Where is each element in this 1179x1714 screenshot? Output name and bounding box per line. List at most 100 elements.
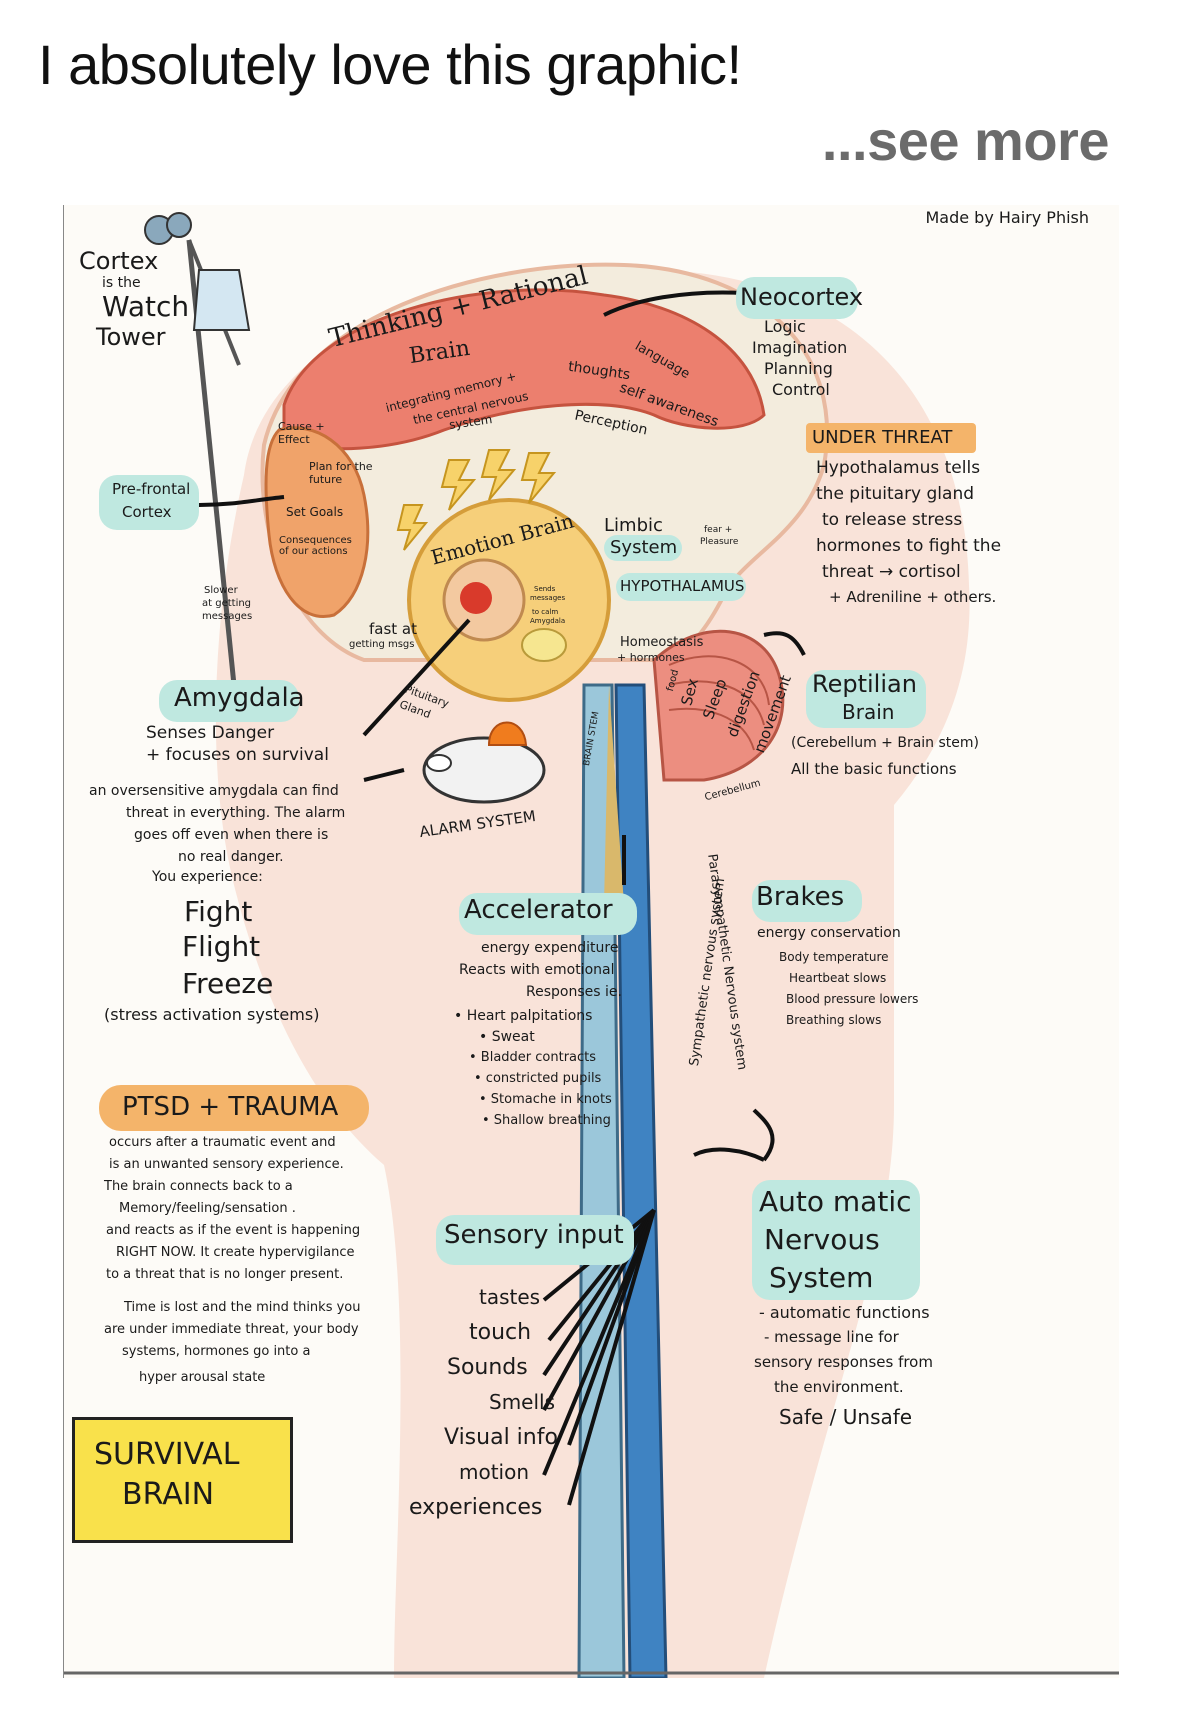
amygdala-line: + focuses on survival — [146, 745, 329, 765]
autonomic-line: sensory responses from — [754, 1353, 933, 1371]
ptsd-highlight — [99, 1085, 369, 1131]
autonomic-title: System — [769, 1261, 874, 1294]
under-threat-line: Hypothalamus tells — [816, 458, 981, 478]
ptsd-line: Time is lost and the mind thinks you — [124, 1300, 361, 1315]
prefrontal-item: Consequences of our actions — [279, 535, 352, 557]
ptsd-line: are under immediate threat, your body — [104, 1322, 359, 1337]
see-more-link[interactable]: ...see more — [821, 109, 1110, 172]
accelerator-title: Accelerator — [464, 895, 613, 925]
oversensitive-line: threat in everything. The alarm — [126, 805, 346, 821]
oversensitive-line: no real danger. — [178, 849, 284, 865]
amygdala-line: Senses Danger — [146, 723, 275, 743]
amygdala-highlight — [159, 680, 299, 722]
slower-note: Slower — [204, 585, 238, 596]
accelerator-bullet: • constricted pupils — [474, 1071, 602, 1086]
sensory-title: Sensory input — [444, 1220, 624, 1250]
ptsd-line: to a threat that is no longer present. — [106, 1267, 344, 1282]
autonomic-line: the environment. — [774, 1378, 904, 1396]
oversensitive-line: You experience: — [152, 869, 263, 885]
prefrontal-highlight — [99, 475, 199, 530]
reptilian-title: Reptilian — [812, 670, 917, 698]
sends-messages-note: Amygdala — [530, 617, 566, 625]
reptilian-highlight — [806, 670, 926, 728]
ptsd-line: systems, hormones go into a — [122, 1344, 311, 1359]
ptsd-line: occurs after a traumatic event and — [109, 1135, 336, 1150]
limbic-title: System — [610, 537, 678, 558]
amygdala-title: Amygdala — [174, 683, 305, 713]
under-threat-highlight — [806, 423, 976, 453]
slower-note: at getting — [202, 598, 252, 609]
limbic-highlight — [604, 535, 682, 561]
sends-messages-note: Sends — [534, 585, 556, 593]
ptsd-title: PTSD + TRAUMA — [122, 1092, 339, 1122]
brakes-line: Body temperature — [779, 950, 889, 964]
prefrontal-item: Plan for the future — [309, 460, 373, 486]
flight-response: Flight — [182, 930, 261, 963]
brain-infographic[interactable]: Made by Hairy Phish Cortex is the Watch … — [63, 205, 1119, 1678]
ptsd-line: hyper arousal state — [139, 1370, 266, 1385]
sensory-item: Smells — [489, 1390, 556, 1414]
sends-messages-note: to calm — [532, 608, 559, 616]
under-threat-line: threat → cortisol — [822, 562, 961, 582]
accelerator-bullet: • Sweat — [479, 1029, 535, 1045]
brakes-line: energy conservation — [757, 925, 901, 941]
slower-note: messages — [202, 611, 253, 622]
brakes-line: Heartbeat slows — [789, 971, 887, 985]
neocortex-highlight — [736, 277, 858, 319]
cortex-is-the: is the — [102, 275, 141, 291]
brakes-line: Blood pressure lowers — [786, 992, 919, 1006]
sensory-item: experiences — [409, 1495, 543, 1520]
ptsd-line: is an unwanted sensory experience. — [109, 1157, 344, 1172]
credit: Made by Hairy Phish — [925, 208, 1089, 227]
cortex-title: Cortex — [79, 247, 159, 275]
under-threat-line: the pituitary gland — [816, 484, 975, 504]
survival-brain-title: BRAIN — [122, 1477, 215, 1512]
fast-note: fast at — [369, 620, 418, 638]
hypothalamus-highlight — [616, 573, 746, 601]
sensory-highlight — [436, 1215, 634, 1265]
reptilian-line: All the basic functions — [791, 760, 957, 778]
under-threat-line: hormones to fight the — [816, 536, 1002, 556]
sends-messages-note: messages — [530, 594, 566, 602]
accelerator-bullet: • Bladder contracts — [469, 1050, 597, 1065]
hypothalamus-label: HYPOTHALAMUS — [620, 577, 745, 595]
brakes-title: Brakes — [756, 882, 845, 912]
limbic-note: Pleasure — [700, 537, 739, 547]
oversensitive-line: an oversensitive amygdala can find — [89, 783, 339, 799]
under-threat-title: UNDER THREAT — [812, 427, 953, 448]
ptsd-line: Memory/feeling/sensation . — [119, 1201, 296, 1216]
neocortex-item: Logic — [764, 317, 806, 336]
accelerator-bullet: • Heart palpitations — [454, 1008, 593, 1024]
autonomic-line: - automatic functions — [759, 1303, 930, 1322]
homeostasis-label: Homeostasis — [620, 635, 704, 650]
reptilian-title: Brain — [842, 700, 895, 724]
reptilian-line: (Cerebellum + Brain stem) — [791, 735, 979, 751]
autonomic-title: Auto matic — [759, 1185, 912, 1218]
autonomic-line: Safe / Unsafe — [779, 1405, 913, 1429]
brakes-highlight — [752, 880, 862, 922]
accelerator-highlight — [459, 893, 637, 935]
neocortex-item: Imagination — [752, 338, 848, 357]
fight-response: Fight — [184, 895, 253, 928]
survival-brain-box — [72, 1417, 293, 1543]
homeostasis-label: + hormones — [617, 651, 685, 664]
survival-brain-title: SURVIVAL — [94, 1437, 240, 1472]
prefrontal-item: Cause + Effect — [278, 420, 325, 446]
neocortex-item: Control — [772, 380, 830, 399]
accelerator-line: energy expenditure — [481, 940, 619, 956]
neocortex-item: Planning — [764, 359, 833, 378]
limbic-note: fear + — [704, 525, 733, 535]
ptsd-line: The brain connects back to a — [104, 1179, 293, 1194]
under-threat-line: + Adreniline + others. — [829, 588, 997, 606]
sensory-item: tastes — [479, 1285, 541, 1309]
cortex-watch: Watch — [102, 290, 190, 323]
autonomic-title: Nervous — [764, 1223, 880, 1256]
prefrontal-item: Set Goals — [286, 505, 344, 519]
accelerator-bullet: • Shallow breathing — [482, 1113, 611, 1128]
accelerator-line: Responses ie. — [526, 984, 622, 1000]
ptsd-line: and reacts as if the event is happening — [106, 1223, 361, 1238]
under-threat-line: to release stress — [822, 510, 963, 530]
fast-note: getting msgs — [349, 639, 415, 650]
sensory-item: motion — [459, 1460, 530, 1484]
sensory-item: Sounds — [447, 1355, 528, 1380]
